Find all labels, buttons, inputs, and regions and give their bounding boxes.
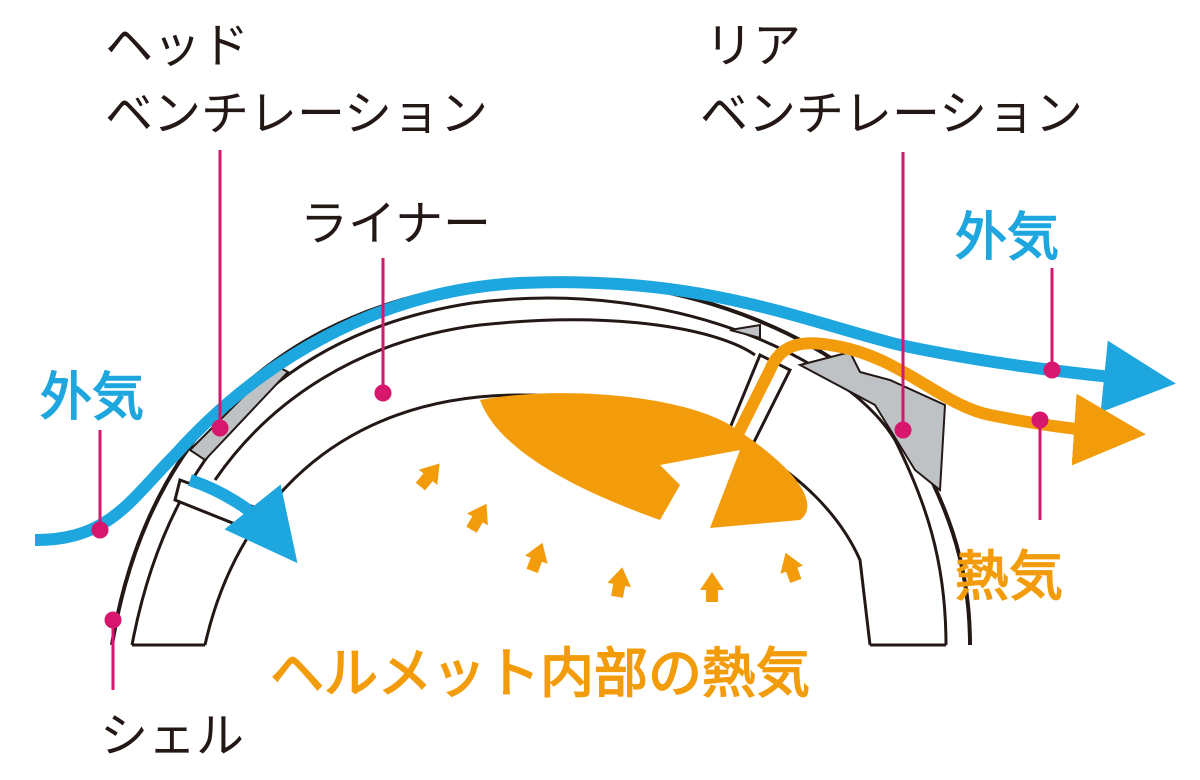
leader-dot-rear-vent xyxy=(894,421,912,439)
label-rear-vent-line2: ベンチレーション xyxy=(700,86,1083,142)
internal-heat-blob xyxy=(480,393,808,528)
label-head-vent-line2: ベンチレーション xyxy=(105,86,488,142)
hot-air-flow xyxy=(729,337,1146,466)
heat-arrow xyxy=(525,542,548,574)
leader-dot-liner xyxy=(374,384,392,402)
leader-dot-hot-right xyxy=(1031,411,1049,429)
label-outside-air-left: 外気 xyxy=(40,368,144,428)
label-rear-vent-line1: リア xyxy=(705,18,801,74)
liner-outer xyxy=(213,318,756,481)
label-liner: ライナー xyxy=(300,196,491,252)
heat-arrow xyxy=(466,503,488,533)
outside-air-branch xyxy=(188,474,298,564)
label-shell: シェル xyxy=(100,708,244,764)
leader-dot-outside-left xyxy=(91,521,109,539)
heat-arrow xyxy=(700,572,724,602)
heat-arrow xyxy=(607,567,631,598)
label-outside-air-right: 外気 xyxy=(955,208,1059,268)
heat-arrow xyxy=(780,552,803,584)
top-vent-tip xyxy=(729,323,761,340)
label-hot-air-right: 熱気 xyxy=(955,545,1063,608)
label-internal-heat: ヘルメット内部の熱気 xyxy=(270,642,810,705)
leader-lines xyxy=(91,150,1061,690)
rear-spoiler-part xyxy=(797,350,947,492)
leader-dot-outside-right xyxy=(1043,361,1061,379)
outside-air-flow xyxy=(34,276,1176,546)
label-head-vent-line1: ヘッド xyxy=(105,18,249,74)
heat-arrow xyxy=(415,463,440,491)
leader-dot-shell xyxy=(104,611,122,629)
internal-heat-arrows xyxy=(415,463,803,602)
leader-dot-head-vent xyxy=(211,419,229,437)
